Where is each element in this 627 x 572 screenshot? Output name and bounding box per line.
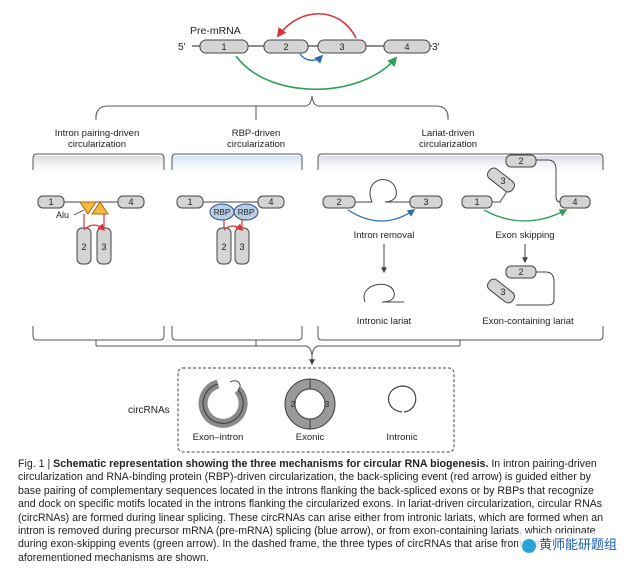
svg-text:3: 3 — [239, 242, 244, 252]
figure-caption: Fig. 1 | Schematic representation showin… — [18, 458, 613, 565]
pre-mrna: Pre-mRNA 5′ 3′ 1 2 3 4 — [178, 13, 440, 90]
svg-text:3: 3 — [500, 176, 505, 186]
lariat-panel-bottom — [317, 326, 604, 341]
svg-text:2: 2 — [518, 156, 523, 166]
exon-3: 3 — [317, 39, 367, 54]
svg-text:3: 3 — [101, 242, 106, 252]
svg-text:1: 1 — [48, 197, 53, 207]
svg-text:2: 2 — [518, 267, 523, 277]
svg-text:Intronic: Intronic — [386, 432, 417, 443]
pre-mrna-title: Pre-mRNA — [190, 25, 241, 37]
watermark-text: 黄师能研题组 — [538, 538, 617, 553]
svg-text:2: 2 — [291, 400, 296, 409]
intronic-lariat-shape — [363, 283, 404, 303]
figure-diagram: Pre-mRNA 5′ 3′ 1 2 3 4 Intron pairing-dr… — [32, 13, 604, 453]
svg-text:Intron removal: Intron removal — [354, 230, 415, 241]
merge-bracket — [95, 340, 461, 366]
svg-text:Exon-containing lariat: Exon-containing lariat — [482, 316, 574, 327]
wechat-icon — [521, 538, 536, 553]
svg-text:Exonic: Exonic — [296, 432, 325, 443]
svg-text:2: 2 — [336, 197, 341, 207]
exon-2: 2 — [263, 39, 309, 54]
svg-text:2: 2 — [283, 42, 288, 52]
svg-text:Exon–intron: Exon–intron — [193, 432, 244, 443]
caption-prefix: Fig. 1 | — [18, 458, 54, 470]
intron-panel-bottom — [32, 326, 165, 341]
lariat-panel-frame — [317, 153, 604, 170]
rbp-right — [233, 203, 259, 221]
alu-label: Alu — [56, 210, 69, 220]
svg-text:Exon skipping: Exon skipping — [495, 230, 554, 241]
svg-text:1: 1 — [221, 42, 226, 52]
circrnas-frame: circRNAs Exon–intron 2 3 Exonic Intronic — [128, 367, 455, 453]
circrnas-label: circRNAs — [128, 405, 170, 416]
svg-text:4: 4 — [404, 42, 409, 52]
svg-text:4: 4 — [128, 197, 133, 207]
splice-arrow-blue — [299, 53, 324, 64]
rbp-panel-frame — [171, 153, 303, 170]
five-prime-label: 5′ — [178, 42, 186, 53]
split-bracket — [95, 95, 449, 120]
caption-body: In intron pairing-driven circularization… — [18, 458, 604, 564]
svg-text:3: 3 — [325, 400, 330, 409]
watermark: 黄师能研题组 — [517, 533, 621, 554]
svg-text:3: 3 — [500, 287, 505, 297]
svg-text:3: 3 — [339, 42, 344, 52]
back-splice-arrow-red — [276, 13, 357, 39]
alu-triangle-right — [91, 201, 109, 215]
svg-text:3: 3 — [423, 197, 428, 207]
three-prime-label: 3′ — [432, 42, 440, 53]
caption-lead: Schematic representation showing the thr… — [53, 458, 489, 470]
svg-text:1: 1 — [474, 197, 479, 207]
svg-text:RBP: RBP — [214, 208, 230, 217]
intron-pairing-diagram: 1 4 Alu 2 3 — [37, 195, 145, 265]
exon-1: 1 — [199, 39, 249, 54]
svg-text:2: 2 — [81, 242, 86, 252]
intron-panel-shade — [33, 156, 164, 176]
exonic-circrna: 2 3 Exonic — [284, 378, 336, 443]
svg-text:2: 2 — [221, 242, 226, 252]
exon-intron-circrna: Exon–intron — [193, 379, 248, 443]
intron-removal-diagram: 2 3 Intron removal Intronic lariat — [322, 179, 443, 327]
exon-4: 4 — [383, 39, 431, 54]
intronic-circrna: Intronic — [386, 385, 418, 443]
svg-text:RBP: RBP — [238, 208, 254, 217]
svg-text:4: 4 — [572, 197, 577, 207]
svg-text:Intronic lariat: Intronic lariat — [357, 316, 412, 327]
alu-triangle-left — [79, 201, 97, 215]
intron-panel-frame — [32, 153, 165, 170]
skip-arrow-green — [235, 55, 398, 90]
rbp-diagram: 1 4 RBP RBP 2 3 — [176, 195, 285, 265]
svg-text:1: 1 — [187, 197, 192, 207]
exon-skipping-diagram: 1 2 3 4 Exon skipping 2 3 Exon-containin… — [461, 154, 591, 327]
svg-text:4: 4 — [268, 197, 273, 207]
lariat-panel-shade — [318, 156, 603, 176]
rbp-panel-shade — [172, 156, 302, 176]
rbp-panel-bottom — [171, 326, 303, 341]
